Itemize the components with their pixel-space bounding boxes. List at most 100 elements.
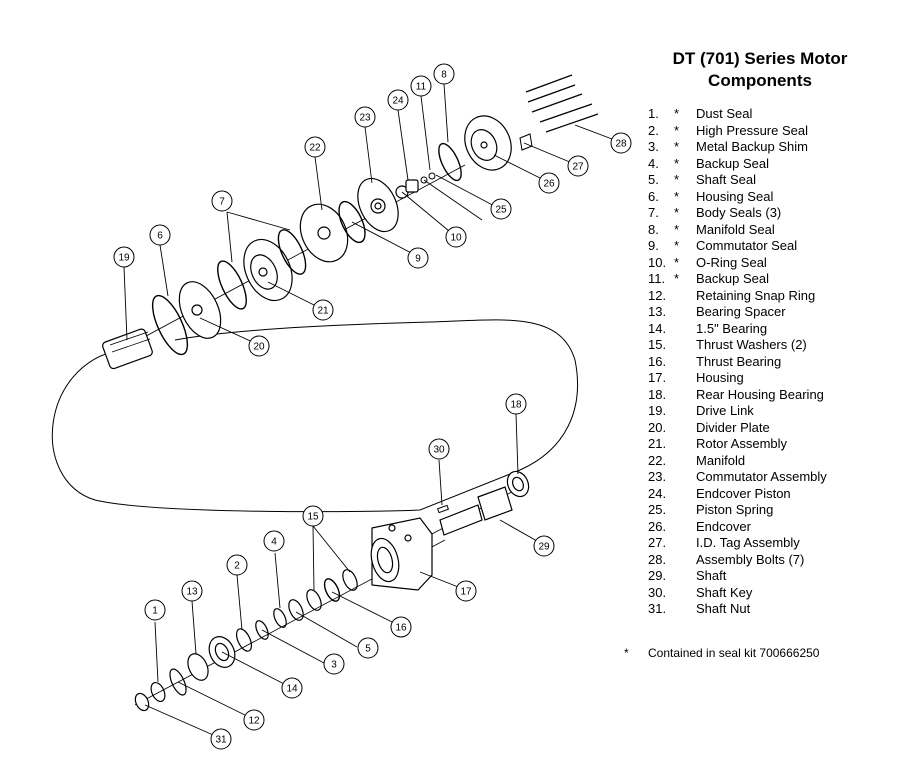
part-number: 15. bbox=[648, 337, 667, 352]
part-name: Piston Spring bbox=[696, 502, 774, 517]
body-seal-part-c bbox=[438, 142, 462, 182]
callout-22: 22 bbox=[304, 136, 326, 158]
callout-label: 19 bbox=[118, 253, 130, 264]
callout-circle bbox=[410, 75, 432, 97]
callout-label: 4 bbox=[271, 537, 277, 548]
callout-circle bbox=[210, 728, 232, 750]
housing-part bbox=[370, 517, 433, 591]
part-number: 21. bbox=[648, 436, 667, 451]
callout-label: 12 bbox=[248, 716, 260, 727]
part-name: 1.5" Bearing bbox=[696, 320, 768, 336]
callout-label: 17 bbox=[460, 587, 472, 598]
part-seal-kit-mark: * bbox=[674, 188, 680, 204]
manifold-seal-part bbox=[338, 200, 366, 244]
callout-label: 27 bbox=[572, 162, 584, 173]
shaft-part bbox=[439, 486, 513, 536]
callout-label: 31 bbox=[215, 735, 227, 746]
part-seal-kit-mark: * bbox=[674, 271, 680, 286]
part-number: 10. bbox=[648, 254, 667, 270]
callout-circle bbox=[149, 224, 171, 246]
part-seal-kit-mark: * bbox=[674, 155, 680, 171]
footnote-star: * bbox=[624, 646, 629, 660]
part-name: Dust Seal bbox=[696, 106, 753, 121]
commutator-assembly-part bbox=[357, 177, 399, 233]
thrust-washer-part-a bbox=[306, 589, 322, 611]
title-line-2: Components bbox=[708, 71, 812, 90]
part-number: 4. bbox=[648, 155, 659, 171]
part-number: 8. bbox=[648, 221, 659, 237]
part-number: 25. bbox=[648, 502, 667, 517]
shaft-key-part bbox=[436, 504, 450, 514]
callout-circle bbox=[455, 580, 477, 602]
callout-23: 23 bbox=[354, 106, 376, 128]
callout-label: 22 bbox=[309, 143, 321, 154]
callout-8: 8 bbox=[433, 63, 455, 85]
part-name: High Pressure Seal bbox=[696, 122, 808, 138]
callout-1: 1 bbox=[144, 599, 166, 621]
part-name: Thrust Bearing bbox=[696, 353, 782, 369]
high-pressure-seal-part bbox=[235, 628, 253, 652]
callout-label: 5 bbox=[365, 644, 371, 655]
backup-seal-upper-part bbox=[428, 172, 436, 180]
part-seal-kit-mark: * bbox=[674, 139, 680, 154]
callout-7: 7 bbox=[211, 190, 233, 212]
callout-6: 6 bbox=[149, 224, 171, 246]
part-number: 30. bbox=[648, 584, 667, 600]
part-number: 19. bbox=[648, 403, 667, 418]
id-tag-part bbox=[519, 133, 533, 151]
part-number: 29. bbox=[648, 568, 667, 583]
endcover-part bbox=[464, 115, 512, 171]
callout-21: 21 bbox=[312, 299, 334, 321]
callout-14: 14 bbox=[281, 677, 303, 699]
callout-circle bbox=[312, 299, 334, 321]
part-name: Manifold Seal bbox=[696, 221, 775, 237]
o-ring-seal-part bbox=[420, 176, 428, 184]
part-name: Shaft bbox=[696, 568, 727, 583]
callout-17: 17 bbox=[455, 580, 477, 602]
part-name: I.D. Tag Assembly bbox=[696, 535, 800, 550]
callout-11: 11 bbox=[410, 75, 432, 97]
callout-15: 15 bbox=[302, 505, 324, 527]
callout-circle bbox=[428, 438, 450, 460]
callout-label: 13 bbox=[186, 587, 198, 598]
callout-circle bbox=[144, 599, 166, 621]
callout-circle bbox=[567, 155, 589, 177]
callout-5: 5 bbox=[357, 637, 379, 659]
callout-circle bbox=[490, 198, 512, 220]
callout-label: 24 bbox=[392, 96, 404, 107]
body-seal-part-b bbox=[277, 229, 307, 275]
part-name: Shaft Key bbox=[696, 584, 753, 600]
part-name: Backup Seal bbox=[696, 155, 769, 171]
callout-26: 26 bbox=[538, 172, 560, 194]
callout-24: 24 bbox=[387, 89, 409, 111]
part-name: Shaft Nut bbox=[696, 601, 751, 616]
backup-seal-lower-part bbox=[273, 608, 287, 628]
callout-4: 4 bbox=[263, 530, 285, 552]
part-seal-kit-mark: * bbox=[674, 221, 680, 237]
callout-group: 1234567891011121314151617181920212223242… bbox=[113, 63, 632, 750]
callout-label: 9 bbox=[415, 254, 421, 265]
part-number: 31. bbox=[648, 601, 667, 616]
callout-label: 8 bbox=[441, 70, 447, 81]
part-name: O-Ring Seal bbox=[696, 254, 767, 270]
rotor-assembly-part bbox=[243, 238, 293, 302]
callout-label: 6 bbox=[157, 231, 163, 242]
callout-label: 20 bbox=[253, 342, 265, 353]
callout-circle bbox=[226, 554, 248, 576]
callout-circle bbox=[387, 89, 409, 111]
part-name: Rotor Assembly bbox=[696, 436, 788, 451]
part-name: Retaining Snap Ring bbox=[696, 287, 816, 303]
callout-circle bbox=[407, 247, 429, 269]
callout-25: 25 bbox=[490, 198, 512, 220]
callout-18: 18 bbox=[505, 393, 527, 415]
footnote-text: Contained in seal kit 700666250 bbox=[648, 646, 820, 660]
callout-circle bbox=[445, 226, 467, 248]
thrust-washer-part-b bbox=[342, 569, 358, 591]
callout-circle bbox=[610, 132, 632, 154]
part-name: Bearing Spacer bbox=[696, 304, 786, 319]
callout-circle bbox=[302, 505, 324, 527]
part-name: Body Seals (3) bbox=[696, 205, 782, 220]
callout-label: 18 bbox=[510, 400, 522, 411]
part-name: Manifold bbox=[696, 452, 746, 468]
